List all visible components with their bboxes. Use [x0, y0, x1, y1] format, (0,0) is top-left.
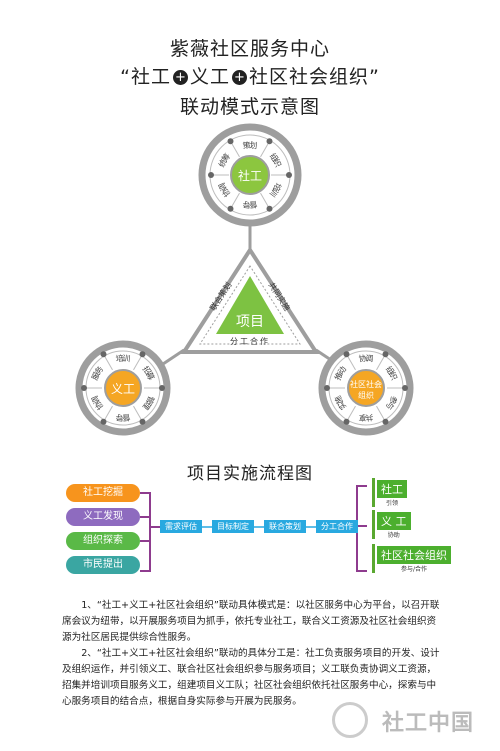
output-label: 社区社会组织 — [377, 546, 451, 564]
project-core-triangle — [216, 276, 284, 334]
ring-segment-char: 共 — [365, 412, 374, 422]
ring-dot-icon — [227, 205, 234, 212]
title-line-2: “社工+义工+社区社会组织” — [0, 62, 500, 89]
title-line-2-part-b: 义工 — [189, 66, 230, 88]
output-sub: 引领 — [385, 500, 398, 507]
output-sub: 协助 — [387, 532, 400, 539]
ring-dot-icon — [100, 351, 107, 358]
ring-segment-char: 培 — [115, 353, 124, 364]
yigong-center-label: 义工 — [111, 382, 135, 396]
flow-step: 联合策划 — [264, 520, 306, 533]
ring-dot-icon — [227, 138, 234, 145]
shegong-center-label: 社工 — [238, 168, 262, 183]
ring-segment-char: 划 — [249, 140, 258, 151]
note-paragraph-2: 2、“社工+义工+社区社会组织”联动的具体分工是：社工负责服务项目的开发、设计及… — [62, 648, 440, 707]
ring-segment-char: 推 — [332, 370, 344, 381]
project-triangle: 项目 联合策划 共同实施 分工合作 — [180, 246, 320, 354]
notes: 1、“社工+义工+社区社会组织”联动具体模式是：以社区服务中心为平台，以召开联席… — [62, 598, 442, 710]
output-sub: 参与/合作 — [400, 566, 428, 573]
ring-segment-char: 导 — [115, 412, 124, 422]
ring-dot-icon — [266, 138, 273, 145]
ring-segment-char: 施 — [332, 394, 344, 405]
output-label: 社工 — [377, 480, 407, 498]
ring-dot-icon — [286, 172, 292, 178]
ring-dot-icon — [81, 385, 87, 391]
ring-segment-char: 导 — [242, 199, 251, 209]
ring-segment-char: 策 — [242, 140, 251, 151]
note-paragraph-1: 1、“社工+义工+社区社会组织”联动具体模式是：以社区服务中心为平台，以召开联席… — [62, 600, 440, 643]
source-pill: 义工发现 — [66, 508, 140, 526]
ring-dot-icon — [100, 418, 107, 425]
source-pill: 市民提出 — [66, 556, 140, 574]
project-center-label: 项目 — [236, 314, 264, 330]
ring-segment-char: 理 — [141, 400, 153, 412]
title-line-3: 联动模式示意图 — [179, 96, 320, 118]
watermark: 社工中国 — [381, 711, 474, 736]
ring-dot-icon — [266, 205, 273, 212]
ring-dot-icon — [382, 351, 389, 358]
ring-segment-char: 织 — [387, 370, 399, 381]
watermark-logo-icon — [332, 702, 368, 738]
title-line-1: 紫薇社区服务中心 — [169, 38, 330, 60]
flow-step: 分工合作 — [316, 520, 358, 533]
triangle-bottom-label: 分工合作 — [230, 336, 270, 346]
plus-icon: + — [172, 70, 188, 85]
source-pill: 社工挖掘 — [66, 484, 140, 502]
flow-title: 项目实施流程图 — [187, 464, 313, 484]
title-line-2-part-a: “社工 — [120, 66, 171, 88]
ring-segment-char: 调 — [365, 354, 374, 364]
output-label: 义 工 — [377, 512, 411, 530]
ring-segment-char: 督 — [122, 412, 131, 423]
zuzhi-center-label-line-1: 社区社会 — [350, 379, 382, 389]
output-shegong: 社工 引领 — [372, 478, 407, 507]
zuzhi-center-label-line-2: 组织 — [358, 390, 374, 400]
ring-dot-icon — [402, 385, 408, 391]
ring-segment-char: 培 — [271, 181, 283, 192]
ring-dot-icon — [343, 351, 350, 358]
ring-dot-icon — [139, 351, 146, 358]
ring-segment-char: 调 — [217, 181, 228, 192]
ring-dot-icon — [324, 385, 330, 391]
output-yigong: 义 工 协助 — [372, 510, 411, 539]
ring-segment-char: 训 — [122, 354, 131, 364]
flow-step: 目标制定 — [212, 520, 254, 533]
ring-segment-char: 协 — [358, 353, 367, 364]
ring-segment-char: 募 — [144, 370, 156, 381]
ring-segment-char: 管 — [144, 394, 156, 405]
output-zuzhi: 社区社会组织 参与/合作 — [372, 544, 451, 573]
ring-dot-icon — [139, 418, 146, 425]
ring-dot-icon — [159, 385, 165, 391]
ring-segment-char: 参 — [387, 394, 399, 405]
ring-segment-char: 调 — [90, 394, 101, 405]
ring-dot-icon — [208, 172, 214, 178]
ring-segment-char: 服 — [90, 371, 101, 382]
ring-segment-char: 训 — [268, 187, 280, 199]
ring-segment-char: 统 — [216, 157, 228, 168]
title-line-2-part-c: 社区社会组织” — [249, 66, 380, 88]
ring-dot-icon — [382, 418, 389, 425]
ring-segment-char: 享 — [358, 412, 367, 423]
flow-step: 需求评估 — [160, 520, 202, 533]
ring-dot-icon — [343, 418, 350, 425]
ring-segment-char: 与 — [384, 400, 396, 412]
ring-segment-char: 督 — [249, 199, 258, 210]
ring-segment-char: 织 — [271, 157, 283, 168]
source-pill: 组织探索 — [66, 532, 140, 550]
plus-icon: + — [232, 70, 247, 85]
